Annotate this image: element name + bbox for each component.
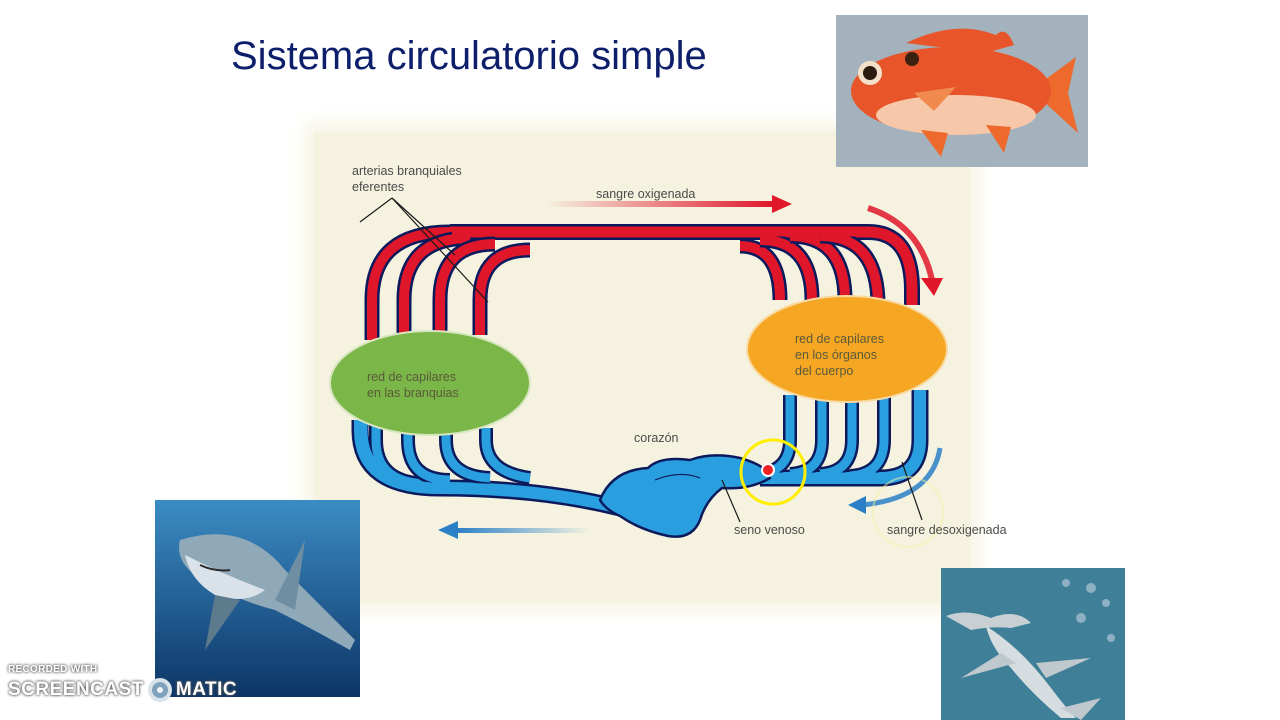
great-white-shark-photo [155,500,360,697]
oxygenated-flow-arrow [545,195,792,213]
screencast-logo-icon [147,678,172,702]
deoxygenated-blood-label: sangre desoxigenada [887,523,1007,537]
oxygenated-vessels [364,224,920,345]
watermark-brand-left: SCREENCAST [8,679,144,700]
gill-capillaries-label-line1: red de capilares [367,370,456,384]
deoxygenated-flow-arrow-right [848,447,943,514]
hammerhead-shark-photo [941,568,1125,720]
oxygenated-blood-label: sangre oxigenada [596,187,695,201]
label-leader-lines [359,197,923,523]
heart-label: corazón [634,431,679,445]
gill-capillary-network [329,330,531,436]
red-fish-photo [836,15,1088,167]
deoxygenated-flow-arrow-left [438,521,590,539]
organ-capillaries-label-line1: red de capilares [795,332,884,346]
cursor-highlight [739,438,944,548]
screencast-watermark: RECORDED WITH SCREENCAST MATIC [8,664,237,702]
efferent-arteries-label-line2: eferentes [352,180,404,194]
watermark-brand-right: MATIC [175,679,238,700]
organ-capillaries-label-line2: en los órganos [795,348,877,362]
heart-chambers [598,454,772,538]
curved-flow-arrow-right [867,205,943,296]
organ-capillaries-label-line3: del cuerpo [795,364,853,378]
efferent-arteries-label-line1: arterias branquiales [352,164,462,178]
watermark-recorded-with: RECORDED WITH [8,664,98,675]
sinus-venosus-label: seno venoso [734,523,805,537]
gill-capillaries-label-line2: en las branquias [367,386,459,400]
organ-capillary-network [746,295,948,403]
slide-title: Sistema circulatorio simple [231,34,707,78]
